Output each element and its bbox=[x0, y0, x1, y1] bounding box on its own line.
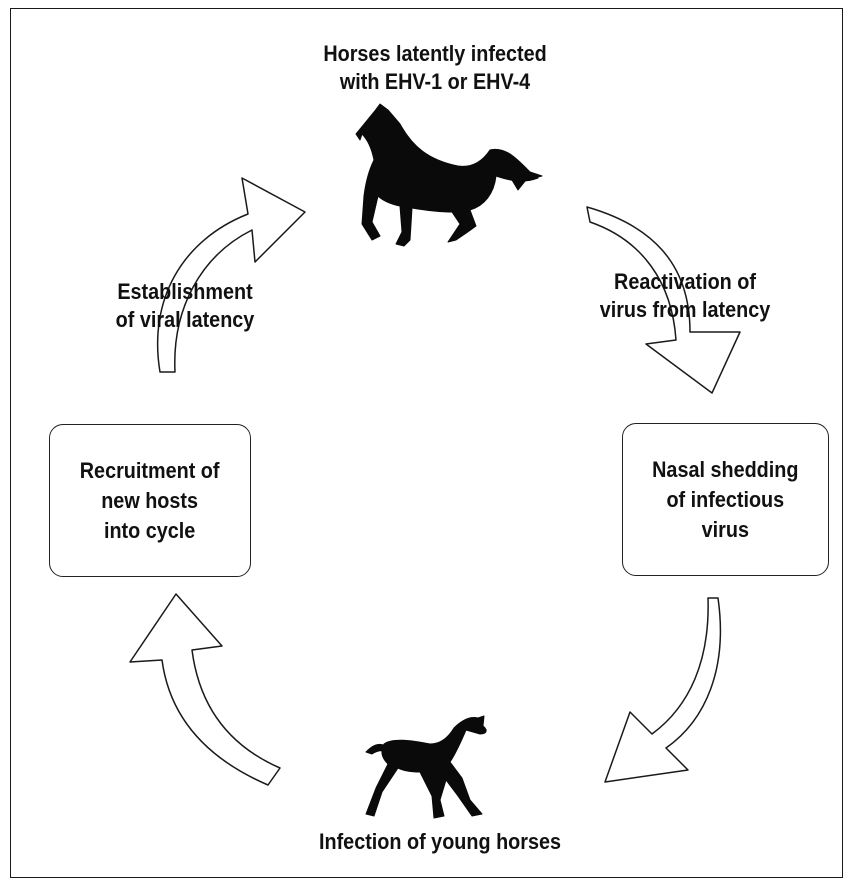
infection-label: Infection of young horses bbox=[287, 828, 593, 856]
top-label-line-2: with EHV-1 or EHV-4 bbox=[339, 69, 531, 94]
infection-label-text: Infection of young horses bbox=[318, 829, 562, 854]
nasal-shedding-line-2: of infectious bbox=[666, 486, 785, 512]
recruitment-line-1: Recruitment of bbox=[80, 457, 220, 483]
arrow-recruitment bbox=[129, 593, 281, 786]
reactivation-label-line-2: virus from latency bbox=[599, 297, 771, 322]
nasal-shedding-box: Nasal shedding of infectious virus bbox=[622, 423, 829, 576]
top-label: Horses latently infected with EHV-1 or E… bbox=[323, 40, 548, 96]
reactivation-label: Reactivation of virus from latency bbox=[586, 268, 784, 324]
arrow-establishment bbox=[156, 177, 306, 373]
reactivation-label-line-1: Reactivation of bbox=[614, 269, 756, 294]
recruitment-box: Recruitment of new hosts into cycle bbox=[49, 424, 251, 577]
figure-frame bbox=[10, 8, 843, 878]
arrow-infection bbox=[604, 597, 722, 783]
nasal-shedding-line-1: Nasal shedding bbox=[652, 456, 799, 482]
foal-icon bbox=[365, 715, 487, 819]
establishment-label-line-1: Establishment bbox=[117, 279, 253, 304]
adult-horse-icon bbox=[355, 103, 543, 247]
establishment-label-line-2: of viral latency bbox=[115, 307, 255, 332]
recruitment-line-2: new hosts bbox=[101, 487, 199, 513]
recruitment-text: Recruitment of new hosts into cycle bbox=[80, 456, 220, 546]
recruitment-line-3: into cycle bbox=[104, 517, 196, 543]
nasal-shedding-line-3: virus bbox=[701, 516, 750, 542]
arrow-reactivation bbox=[586, 206, 741, 394]
nasal-shedding-text: Nasal shedding of infectious virus bbox=[652, 455, 798, 545]
establishment-label: Establishment of viral latency bbox=[91, 278, 280, 334]
top-label-line-1: Horses latently infected bbox=[323, 41, 547, 66]
